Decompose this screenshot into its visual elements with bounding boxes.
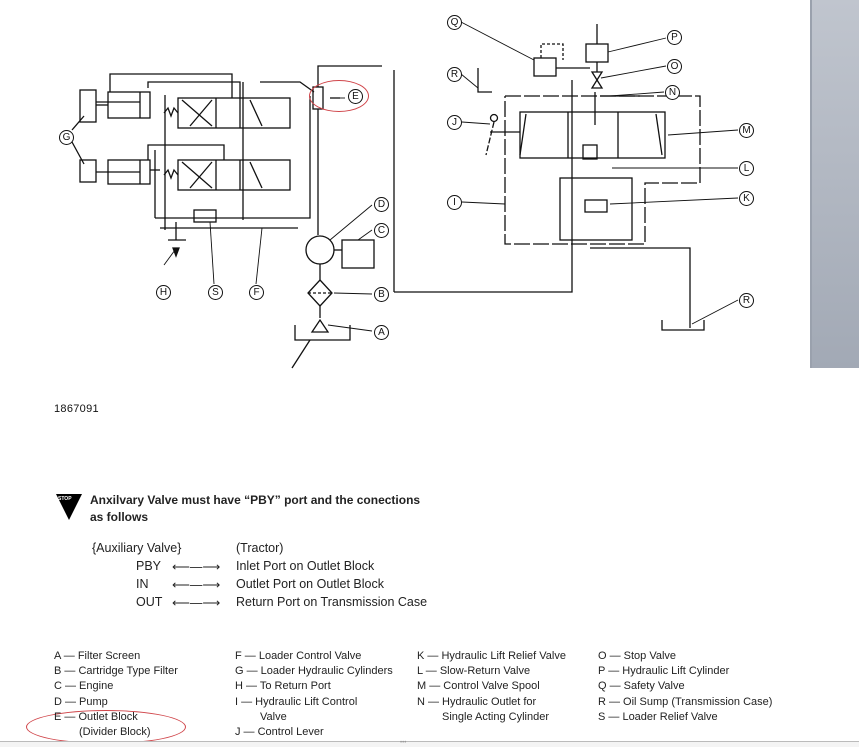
legend-item: O — Stop Valve (598, 650, 677, 662)
legend-item: N — Hydraulic Outlet for (417, 695, 537, 708)
callout-r: R (447, 67, 462, 82)
legend-item: P — Hydraulic Lift Cylinder (598, 665, 730, 678)
callout-s: S (208, 285, 223, 300)
legend-item: M — Control Valve Spool (417, 680, 540, 693)
legend-item: C — Engine (54, 680, 114, 693)
legend-column-4: O — Stop Valve P — Hydraulic Lift Cylind… (598, 649, 772, 725)
callout-c: C (374, 223, 389, 238)
double-arrow-icon: ⟵—⟶ (172, 578, 221, 592)
legend-item: E — Outlet Block (54, 710, 138, 723)
lift-cylinder (585, 43, 609, 63)
legend-item: (Divider Block) (79, 725, 151, 738)
bottom-scrollbar[interactable] (0, 741, 859, 747)
legend-item: A — Filter Screen (54, 650, 141, 662)
legend-item: I — Hydraulic Lift Control (235, 695, 358, 708)
hydraulic-schematic (70, 21, 739, 369)
callout-h: H (156, 285, 171, 300)
legend-column-1: A — Filter Screen B — Cartridge Type Fil… (54, 649, 178, 740)
loader-relief-valve (193, 209, 217, 223)
side-panel-scrollbar[interactable] (810, 0, 859, 368)
page-indicator-dots[interactable]: ••• (400, 740, 407, 746)
safety-valve (533, 57, 557, 77)
legend-item: F — Loader Control Valve (235, 650, 362, 662)
callout-n: N (665, 85, 680, 100)
legend-item: K — Hydraulic Lift Relief Valve (417, 650, 566, 662)
legend-column-2: F — Loader Control Valve G — Loader Hydr… (235, 649, 393, 740)
legend-column-3: K — Hydraulic Lift Relief Valve L — Slow… (417, 649, 566, 725)
highlight-oval-outlet-block (309, 80, 369, 112)
legend-item: S — Loader Relief Valve (598, 710, 718, 723)
callout-p: P (667, 30, 682, 45)
callout-i: I (447, 195, 462, 210)
legend-item: D — Pump (54, 695, 108, 708)
note-text: Anxilvary Valve must have “PBY” port and… (90, 493, 421, 524)
legend-item: Q — Safety Valve (598, 680, 685, 693)
callout-b: B (374, 287, 389, 302)
callout-l: L (739, 161, 754, 176)
stop-icon: STOP (56, 494, 82, 520)
hydraulic-lift-control-valve (519, 92, 666, 159)
callout-g: G (59, 130, 74, 145)
callout-f: F (249, 285, 264, 300)
double-arrow-icon: ⟵—⟶ (172, 560, 221, 574)
loader-control-valve (163, 97, 291, 191)
callout-a: A (374, 325, 389, 340)
callout-r: R (739, 293, 754, 308)
callout-j: J (447, 115, 462, 130)
legend-item: B — Cartridge Type Filter (54, 665, 178, 678)
legend-item: G — Loader Hydraulic Cylinders (235, 665, 393, 678)
loader-cylinder-lower (79, 159, 151, 185)
double-arrow-icon: ⟵—⟶ (172, 596, 221, 610)
callout-k: K (739, 191, 754, 206)
loader-cylinder-upper (79, 89, 151, 123)
callout-q: Q (447, 15, 462, 30)
filter-screen (310, 318, 330, 333)
figure-number: 1867091 (54, 403, 99, 415)
tractor-header: (Tractor) (236, 541, 284, 555)
legend-item: J — Control Lever (235, 725, 324, 738)
engine (341, 239, 375, 269)
pump (305, 235, 335, 265)
oil-sump (661, 320, 705, 331)
legend-item: Valve (260, 710, 287, 723)
callout-d: D (374, 197, 389, 212)
aux-valve-header: {Auxiliary Valve} (92, 541, 182, 555)
legend-item: Single Acting Cylinder (442, 710, 550, 723)
callout-m: M (739, 123, 754, 138)
legend-item: L — Slow-Return Valve (417, 665, 531, 678)
callout-o: O (667, 59, 682, 74)
legend-item: H — To Return Port (235, 680, 331, 693)
legend-item: R — Oil Sump (Transmission Case) (598, 695, 773, 708)
lift-relief-valve (584, 199, 608, 213)
